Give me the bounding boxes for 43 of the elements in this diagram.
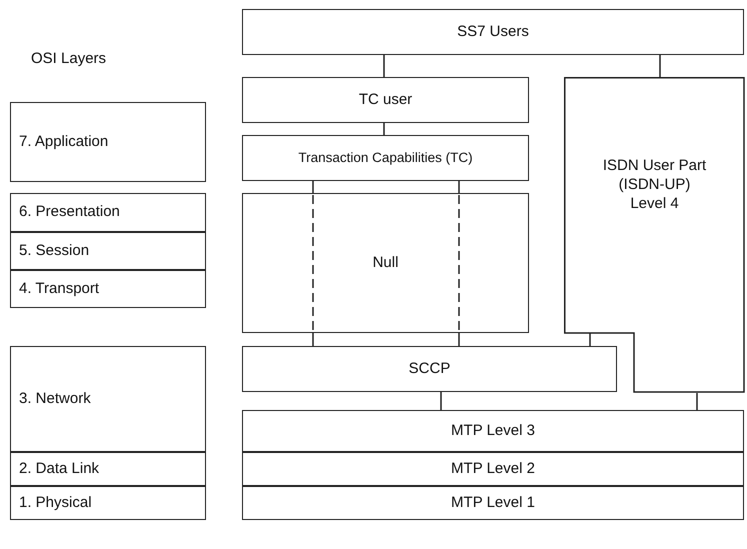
osi-layer-box (10, 270, 206, 308)
layer-name: 7. Application (19, 132, 108, 152)
osi-layer-box (10, 193, 206, 232)
connector-line (589, 333, 591, 346)
connector-line (312, 333, 314, 346)
protocol-box (242, 193, 529, 333)
connector-line (696, 393, 698, 410)
protocol-name: TC user (358, 90, 412, 110)
osi-layer-box (10, 232, 206, 270)
layer-name: 3. Network (19, 390, 91, 408)
protocol-name: SCCP (408, 360, 450, 378)
protocol-name: MTP Level 3 (451, 422, 535, 440)
protocol-name: SS7 Users (457, 22, 529, 42)
connector-line (312, 181, 314, 193)
layer-name: 5. Session (19, 242, 90, 260)
layer-name: 1. Physical (19, 494, 92, 512)
layer-name: 6. Presentation (19, 203, 120, 222)
protocol-name: Null (372, 254, 398, 272)
protocol-box (242, 452, 744, 486)
protocol-box (242, 346, 617, 392)
protocol-box (242, 410, 744, 452)
protocol-box (242, 135, 529, 181)
osi-layer-box (10, 486, 206, 520)
protocol-box (242, 486, 744, 520)
osi-layer-box (10, 452, 206, 486)
column-heading: OSI Layers (31, 50, 106, 67)
protocol-name: MTP Level 2 (451, 460, 535, 478)
connector-line (458, 181, 460, 193)
protocol-name: Transaction Capabilities (TC) (298, 150, 473, 166)
layer-name: 2. Data Link (19, 460, 100, 478)
connector-line (458, 333, 460, 346)
connector-line (383, 123, 385, 135)
osi-layer-box (10, 102, 206, 182)
layer-name: 4. Transport (19, 280, 100, 298)
connector-line (440, 392, 442, 410)
protocol-name: MTP Level 1 (451, 494, 535, 512)
protocol-box (242, 9, 744, 55)
protocol-box (242, 77, 529, 123)
connector-line (383, 55, 385, 77)
protocol-block (564, 77, 745, 393)
protocol-name: ISDN User Part (ISDN-UP) Level 4 (602, 157, 708, 214)
connector-line (659, 55, 661, 77)
osi-layer-box (10, 346, 206, 452)
